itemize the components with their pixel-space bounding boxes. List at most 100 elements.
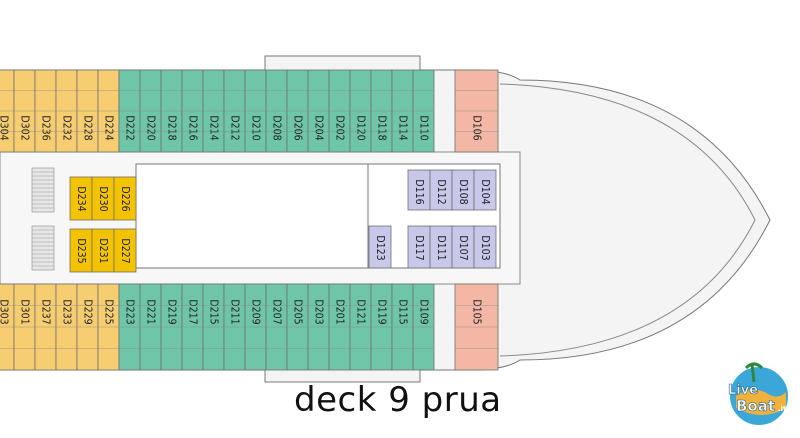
cabin-d209: D209 — [244, 283, 267, 371]
cabin-d232: D232 — [55, 69, 78, 153]
cabin-d229: D229 — [76, 283, 99, 371]
cabin-d108: D108 — [451, 169, 475, 211]
cabin-d231: D231 — [91, 228, 115, 273]
cabin-label: D230 — [97, 186, 109, 211]
cabin-label: D218 — [166, 115, 178, 140]
cabin-label: D214 — [208, 115, 220, 140]
cabin-label: D107 — [457, 235, 469, 260]
cabin-d237: D237 — [34, 283, 57, 371]
cabin-label: D202 — [334, 115, 346, 140]
logo-suffix: .it — [778, 405, 787, 413]
cabin-label: D112 — [435, 179, 447, 204]
cabin-d217: D217 — [181, 283, 204, 371]
cabin-label: D105 — [471, 299, 483, 324]
cabin-label: D235 — [75, 238, 87, 263]
cabin-label: D108 — [457, 179, 469, 204]
cabin-d206: D206 — [286, 69, 309, 153]
cabin-label: D110 — [418, 115, 430, 140]
cabin-d220: D220 — [139, 69, 162, 153]
cabin-label: D104 — [479, 179, 491, 204]
cabin-d214: D214 — [202, 69, 225, 153]
atrium-void — [135, 163, 369, 269]
cabin-label: D216 — [187, 115, 199, 140]
cabin-label: D219 — [166, 299, 178, 324]
cabin-d303: D303 — [0, 283, 15, 371]
cabin-label: D203 — [313, 299, 325, 324]
cabin-label: D119 — [376, 299, 388, 324]
cabin-label: D115 — [397, 299, 409, 324]
cabin-label: D224 — [103, 115, 115, 140]
cabin-d117: D117 — [407, 225, 431, 269]
cabin-d221: D221 — [139, 283, 162, 371]
cabin-d216: D216 — [181, 69, 204, 153]
deck-title: deck 9 prua — [294, 380, 502, 420]
bow-inner-line — [499, 83, 756, 357]
cabin-d119: D119 — [370, 283, 393, 371]
cabin-d235: D235 — [69, 228, 93, 273]
cabin-d203: D203 — [307, 283, 330, 371]
cabin-label: D211 — [229, 299, 241, 324]
cabin-d222: D222 — [118, 69, 141, 153]
stairs-upper — [31, 167, 55, 213]
cabin-label: D302 — [19, 115, 31, 140]
cabin-label: D301 — [19, 299, 31, 324]
cabin-d226: D226 — [113, 176, 137, 221]
cabin-d121: D121 — [349, 283, 372, 371]
cabin-d107: D107 — [451, 225, 475, 269]
cabin-label: D210 — [250, 115, 262, 140]
cabin-label: D233 — [61, 299, 73, 324]
cabin-d219: D219 — [160, 283, 183, 371]
cabin-label: D220 — [145, 115, 157, 140]
cabin-d302: D302 — [13, 69, 36, 153]
cabin-label: D303 — [0, 299, 10, 324]
cabin-label: D231 — [97, 238, 109, 263]
logo-line2: Boat — [736, 397, 775, 415]
cabin-d301: D301 — [13, 283, 36, 371]
cabin-box — [113, 176, 137, 221]
cabin-d114: D114 — [391, 69, 414, 153]
cabin-d105: D105 — [454, 283, 499, 371]
cabin-label: D223 — [124, 299, 136, 324]
cabin-d111: D111 — [429, 225, 453, 269]
cabin-d110: D110 — [412, 69, 435, 153]
cabin-label: D111 — [435, 235, 447, 260]
cabin-d208: D208 — [265, 69, 288, 153]
cabin-label: D234 — [75, 186, 87, 211]
cabin-d211: D211 — [223, 283, 246, 371]
cabin-d204: D204 — [307, 69, 330, 153]
cabin-box — [473, 225, 497, 269]
cabin-label: D226 — [119, 186, 131, 211]
cabin-label: D228 — [82, 115, 94, 140]
cabin-d224: D224 — [97, 69, 120, 153]
cabin-label: D201 — [334, 299, 346, 324]
cabin-d118: D118 — [370, 69, 393, 153]
cabin-label: D103 — [479, 235, 491, 260]
cabin-d212: D212 — [223, 69, 246, 153]
cabin-label: D208 — [271, 115, 283, 140]
cabin-label: D206 — [292, 115, 304, 140]
cabin-label: D215 — [208, 299, 220, 324]
cabin-label: D207 — [271, 299, 283, 324]
cabin-d202: D202 — [328, 69, 351, 153]
cabin-d207: D207 — [265, 283, 288, 371]
cabin-d225: D225 — [97, 283, 120, 371]
cabin-d236: D236 — [34, 69, 57, 153]
cabin-label: D304 — [0, 115, 10, 140]
cabin-d109: D109 — [412, 283, 435, 371]
cabin-d116: D116 — [407, 169, 431, 211]
cabin-d233: D233 — [55, 283, 78, 371]
cabin-d201: D201 — [328, 283, 351, 371]
cabin-label: D212 — [229, 115, 241, 140]
cabin-d223: D223 — [118, 283, 141, 371]
cabin-label: D114 — [397, 115, 409, 140]
cabin-label: D106 — [471, 115, 483, 140]
cabin-label: D221 — [145, 299, 157, 324]
cabin-d228: D228 — [76, 69, 99, 153]
cabin-d123: D123 — [368, 225, 392, 269]
stair-block — [31, 167, 55, 213]
stair-block — [31, 225, 55, 271]
